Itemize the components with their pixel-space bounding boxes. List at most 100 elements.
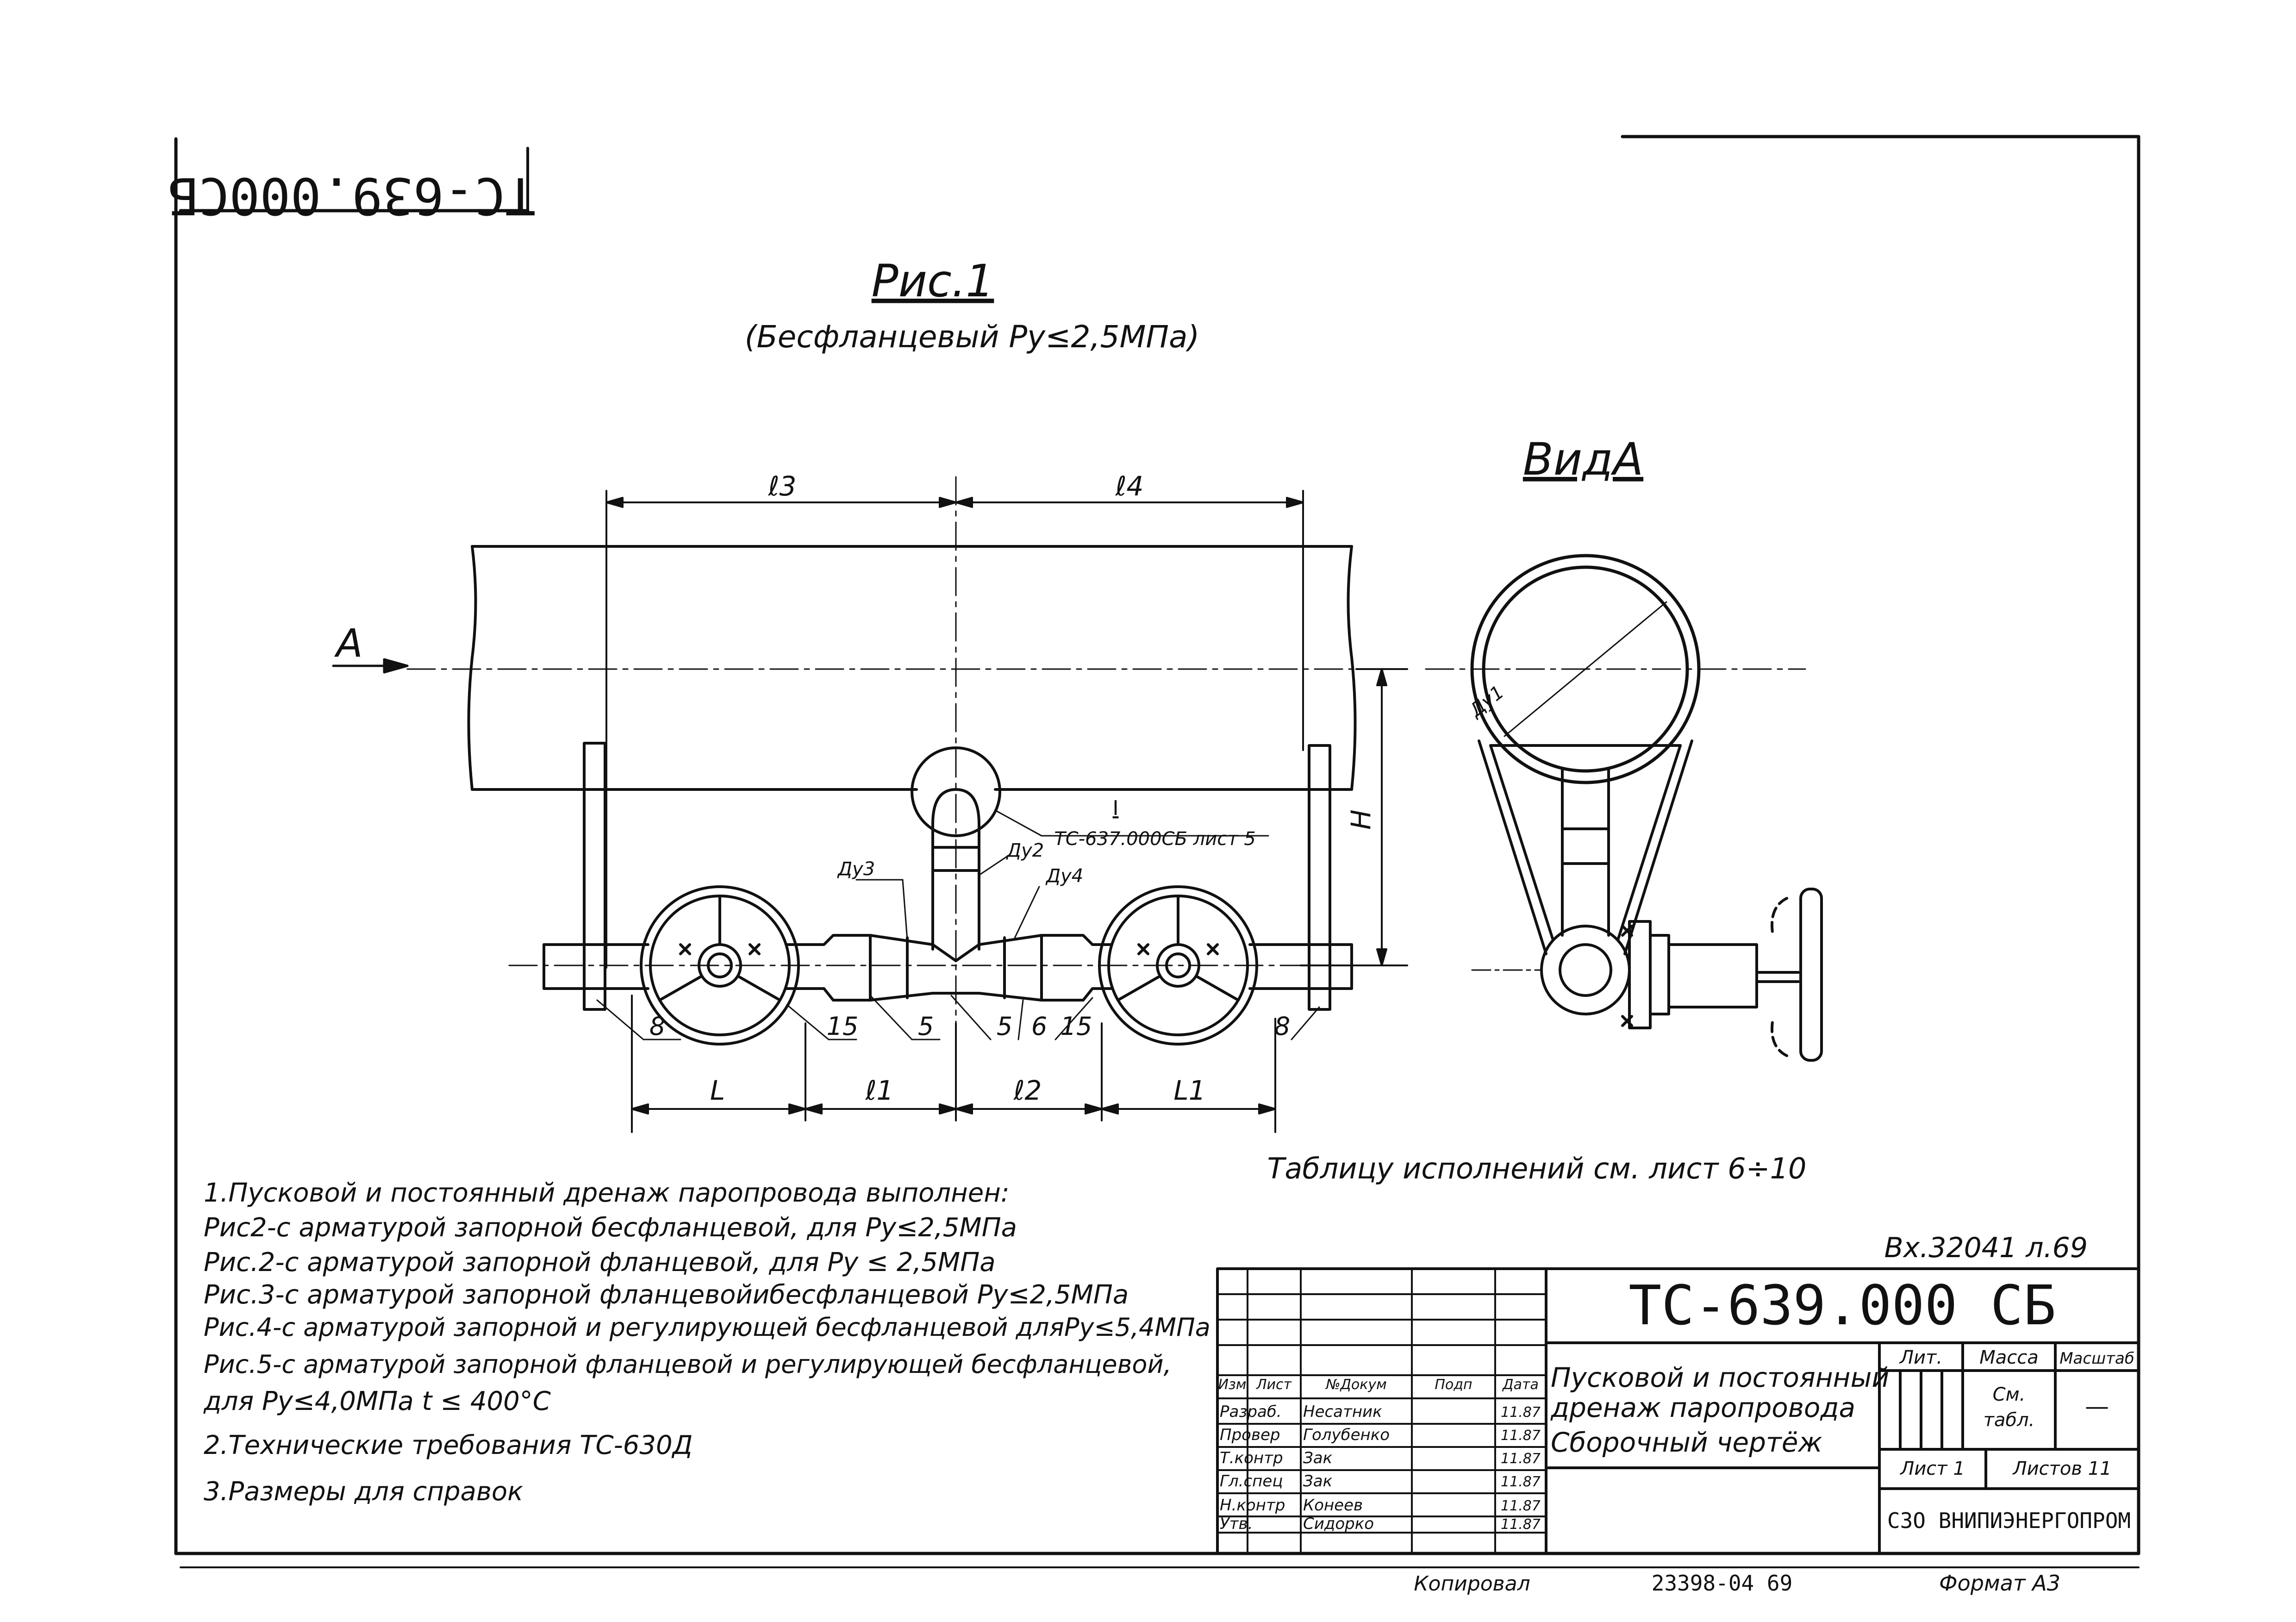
view-a-valve-body xyxy=(1621,920,1800,1029)
center-lines xyxy=(406,476,1806,1024)
view-a-arrow xyxy=(332,658,409,674)
detail-callout-ref: ТС-637.000СБ лист 5 xyxy=(1054,828,1255,850)
sheet-count: Листов 11 xyxy=(2012,1458,2111,1479)
dim-l4-label: ℓ4 xyxy=(1115,470,1144,502)
row-name: Несатник xyxy=(1303,1403,1382,1421)
row-role: Т.контр xyxy=(1220,1449,1283,1467)
mass-value-2: табл. xyxy=(1984,1409,2035,1431)
sheet-number: Лист 1 xyxy=(1899,1458,1965,1479)
dim-l3-label: ℓ3 xyxy=(768,470,797,502)
row-role: Гл.спец xyxy=(1220,1472,1283,1490)
note-line: 2.Технические требования ТС-630Д xyxy=(204,1430,693,1460)
position-6: 6 xyxy=(1031,1012,1047,1041)
drain-branch-pipe xyxy=(911,746,1001,951)
corner-stamp: ТС-639.000СБ xyxy=(168,166,536,225)
note-line: 3.Размеры для справок xyxy=(204,1477,523,1507)
row-date: 11.87 xyxy=(1501,1404,1541,1421)
row-role: Провер xyxy=(1220,1426,1280,1444)
note-line: Рис.4-с арматурой запорной и регулирующе… xyxy=(204,1313,1210,1342)
footer-format: Формат А3 xyxy=(1939,1571,2060,1596)
drain-line xyxy=(543,934,1353,1002)
dim-h xyxy=(1300,668,1408,966)
position-15-left: 15 xyxy=(827,1012,859,1041)
row-name: Голубенко xyxy=(1303,1426,1390,1444)
position-8-left: 8 xyxy=(649,1012,665,1041)
note-line: Рис2-с арматурой запорной бесфланцевой, … xyxy=(204,1213,1017,1243)
row-role: Утв. xyxy=(1220,1515,1253,1533)
corner-stamp-box xyxy=(175,147,529,212)
position-15-right: 15 xyxy=(1061,1012,1092,1041)
col-header-izm: Изм xyxy=(1218,1377,1246,1393)
row-name: Зак xyxy=(1303,1449,1333,1467)
position-5-right: 5 xyxy=(997,1012,1012,1041)
note-line: Рис.5-с арматурой запорной фланцевой и р… xyxy=(204,1350,1172,1379)
drawing-name-line1: Пусковой и постоянный xyxy=(1551,1362,1889,1393)
col-header-doc: №Докум xyxy=(1325,1377,1387,1393)
drawing-code: ТС-639.000 СБ xyxy=(1628,1273,2056,1337)
scale-value: — xyxy=(2085,1393,2109,1421)
note-line: 1.Пусковой и постоянный дренаж паропрово… xyxy=(204,1178,1010,1208)
support-strap-right xyxy=(1308,744,1331,1011)
view-a-strap xyxy=(1478,739,1693,955)
dim-L-label: L xyxy=(710,1075,725,1106)
row-role: Разраб. xyxy=(1220,1403,1282,1421)
row-name: Сидорко xyxy=(1303,1515,1374,1533)
view-a-title: ВидА xyxy=(1523,433,1643,485)
position-leaders xyxy=(596,995,1320,1040)
mass-label: Масса xyxy=(1979,1347,2039,1368)
title-block-grid xyxy=(1217,1268,1547,1554)
row-date: 11.87 xyxy=(1501,1516,1541,1533)
position-5-left: 5 xyxy=(918,1012,934,1041)
row-date: 11.87 xyxy=(1501,1428,1541,1444)
signature-rows: Разраб. Несатник 11.87 Провер Голубенко … xyxy=(1220,1403,1541,1533)
drawing-name-line3: Сборочный чертёж xyxy=(1551,1427,1822,1458)
du4-label: Ду4 xyxy=(1045,865,1083,887)
table-note: Таблицу исполнений см. лист 6÷10 xyxy=(1267,1152,1806,1185)
note-line: для Ру≤4,0МПа t ≤ 400°С xyxy=(203,1386,551,1416)
dim-L1-label: L1 xyxy=(1173,1075,1205,1106)
col-header-list: Лист xyxy=(1256,1377,1292,1393)
note-line: Рис.2-с арматурой запорной фланцевой, дл… xyxy=(204,1247,996,1278)
dim-chain-bottom xyxy=(631,995,1276,1133)
view-a-du1-dimension xyxy=(1504,601,1667,737)
du-leaders xyxy=(855,856,1040,941)
row-name: Зак xyxy=(1303,1472,1333,1490)
mass-value-1: См. xyxy=(1993,1384,2026,1405)
col-header-sign: Подп xyxy=(1435,1377,1472,1393)
organization: СЗО ВНИПИЭНЕРГОПРОМ xyxy=(1887,1508,2131,1533)
row-name: Конеев xyxy=(1303,1496,1363,1515)
col-header-date: Дата xyxy=(1502,1377,1539,1393)
main-pipe xyxy=(467,545,1357,791)
du2-label: Ду2 xyxy=(1006,840,1044,861)
view-arrow-label: А xyxy=(334,620,362,666)
du3-label: Ду3 xyxy=(837,858,875,880)
view-a-branch xyxy=(1471,767,1631,1015)
fig1-subtitle: (Бесфланцевый Ру≤2,5МПа) xyxy=(745,319,1199,355)
inventory-reference: Вх.32041 л.69 xyxy=(1884,1232,2088,1264)
dim-h-label: Н xyxy=(1345,809,1377,830)
footer-copied: Копировал xyxy=(1414,1572,1530,1596)
view-a-handwheel xyxy=(1771,888,1823,1062)
title-block-frame xyxy=(1216,1267,2140,1555)
notes-block: 1.Пусковой и постоянный дренаж паропрово… xyxy=(203,1178,1210,1507)
note-line: Рис.3-с арматурой запорной фланцевойибес… xyxy=(204,1280,1129,1310)
drawing-name-line2: дренаж паропровода xyxy=(1550,1392,1855,1423)
view-a-pipe-section xyxy=(1470,554,1701,784)
detail-callout-mark: I xyxy=(1113,796,1119,820)
position-8-right: 8 xyxy=(1274,1012,1290,1041)
support-strap-left xyxy=(583,742,606,1011)
footer-number: 23398-04 69 xyxy=(1652,1571,1793,1596)
row-date: 11.87 xyxy=(1501,1451,1541,1467)
dim-l1-label: ℓ1 xyxy=(865,1075,894,1106)
row-date: 11.87 xyxy=(1501,1474,1541,1490)
row-role: Н.контр xyxy=(1220,1496,1285,1515)
scale-label: Масштаб xyxy=(2059,1349,2134,1368)
detail-callout-leader xyxy=(994,809,1269,837)
row-date: 11.87 xyxy=(1501,1498,1541,1514)
lit-label: Лит. xyxy=(1899,1347,1942,1368)
valve-handwheel-right xyxy=(1098,885,1258,1046)
valve-handwheel-left xyxy=(640,885,800,1046)
dim-l2-label: ℓ2 xyxy=(1013,1075,1042,1106)
fig1-title: Рис.1 xyxy=(872,255,994,307)
